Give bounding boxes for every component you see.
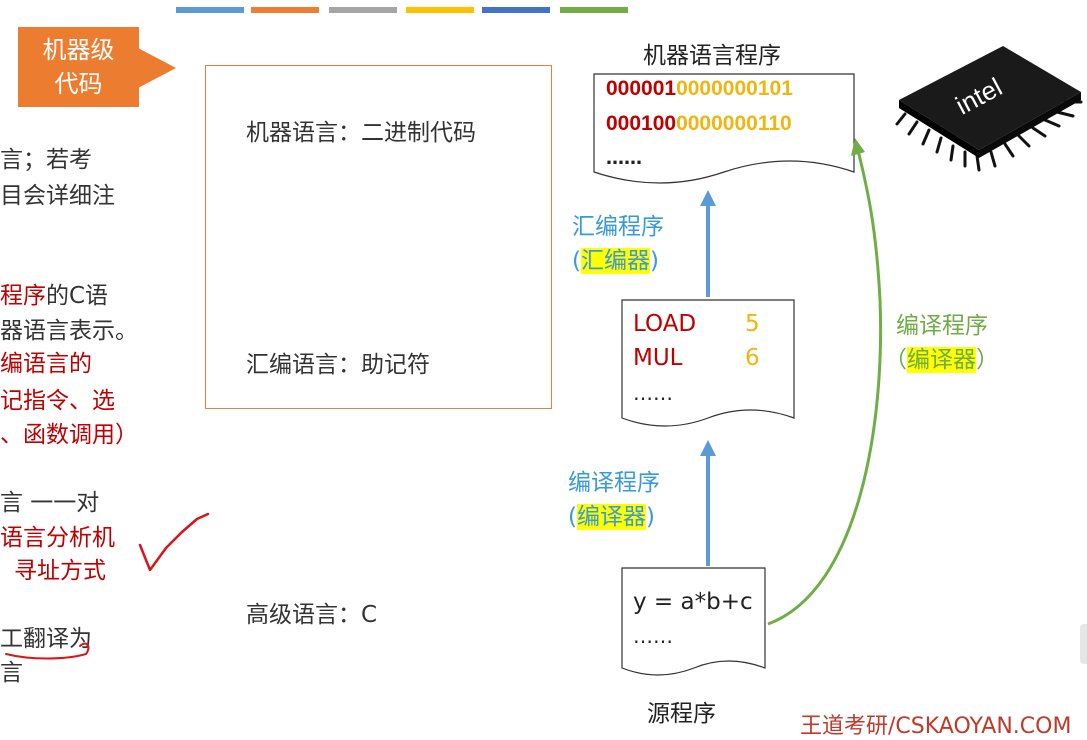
assembly-program-doc (621, 299, 795, 427)
source-ellipsis: …… (633, 624, 673, 648)
side-line: 记指令、选 (0, 388, 115, 414)
asm-op-2: MUL (633, 345, 683, 371)
color-bar-5 (482, 7, 550, 13)
color-bar-4 (406, 7, 474, 13)
side-line: 言 (0, 660, 23, 686)
watermark-text: 王道考研/CSKAOYAN.COM (800, 714, 1072, 739)
side-line: 目会详细注 (0, 183, 115, 209)
compiler-program-label: 编译程序 (568, 470, 660, 496)
asm-arg-1: 5 (745, 311, 760, 337)
side-line: 程序的C语 (0, 279, 108, 313)
paren-close: ） (976, 347, 999, 373)
opcode-bits: 000100 (606, 112, 677, 135)
side-line: 、函数调用） (0, 422, 138, 448)
side-line: 器语言表示。 (0, 318, 138, 344)
direct-compiler-tool-label: （编译器） (884, 343, 999, 377)
arrow-head-assembler (700, 190, 716, 206)
callout-tail (138, 48, 176, 88)
asm-op-1: LOAD (633, 311, 697, 337)
direct-compiler-tool: 编译器 (907, 347, 976, 373)
side-line-rest: 的C语 (46, 283, 109, 309)
source-code: y = a*b+c (633, 589, 753, 615)
machine-language-label: 机器语言：二进制代码 (246, 120, 476, 146)
asm-arg-2: 6 (745, 345, 760, 371)
assembler-program-label: 汇编程序 (572, 214, 664, 240)
assembler-tool: 汇编器 (580, 248, 650, 274)
cpu-chip-icon: intel (895, 46, 1083, 172)
scroll-handle[interactable] (1080, 624, 1087, 664)
side-line: 寻址方式 (14, 558, 106, 584)
arrow-head-compiler (700, 440, 716, 456)
direct-compiler-program-label: 编译程序 (896, 313, 988, 339)
check-mark (138, 512, 210, 572)
operand-bits: 0000000101 (676, 77, 793, 100)
color-bar-6 (560, 7, 628, 13)
machine-program-doc (593, 73, 855, 184)
color-bar-2 (251, 7, 319, 13)
side-line: 言 一一对 (0, 490, 100, 516)
binary-row-2: 0001000000000110 (606, 107, 792, 141)
paren-close: ) (649, 248, 659, 274)
machine-program-title: 机器语言程序 (643, 43, 781, 69)
compiler-tool: 编译器 (576, 504, 646, 530)
side-line-red: 程序 (0, 283, 46, 309)
assembly-language-label: 汇编语言：助记符 (246, 352, 430, 378)
compiler-tool-label: (编译器) (568, 500, 655, 534)
operand-bits: 0000000110 (676, 112, 792, 135)
source-program-doc (621, 567, 766, 676)
side-line: 编语言的 (0, 351, 92, 377)
callout-label: 机器级 代码 (42, 36, 115, 98)
paren-open: ( (572, 248, 581, 274)
side-line: 语言分析机 (0, 525, 115, 551)
callout-box: 机器级 代码 (18, 27, 139, 107)
color-bar-1 (176, 7, 244, 13)
color-bar-3 (329, 7, 397, 13)
language-levels-box (205, 65, 552, 409)
paren-open: ( (568, 504, 577, 530)
machine-ellipsis: …… (606, 148, 642, 169)
paren-close: ) (645, 504, 655, 530)
opcode-bits: 000001 (606, 77, 677, 100)
asm-ellipsis: …… (633, 381, 673, 405)
assembler-tool-label: (汇编器) (572, 244, 659, 278)
arrow-curve-compiler-direct (767, 149, 883, 626)
underline-stroke (5, 642, 90, 660)
source-program-title: 源程序 (647, 701, 716, 727)
side-line: 言；若考 (0, 147, 92, 173)
arrow-head-compiler-direct (851, 138, 865, 156)
paren-open: （ (884, 347, 907, 373)
side-line: 工翻译为 (0, 626, 92, 652)
binary-row-1: 0000010000000101 (606, 72, 793, 106)
high-level-language-label: 高级语言：C (246, 602, 378, 628)
